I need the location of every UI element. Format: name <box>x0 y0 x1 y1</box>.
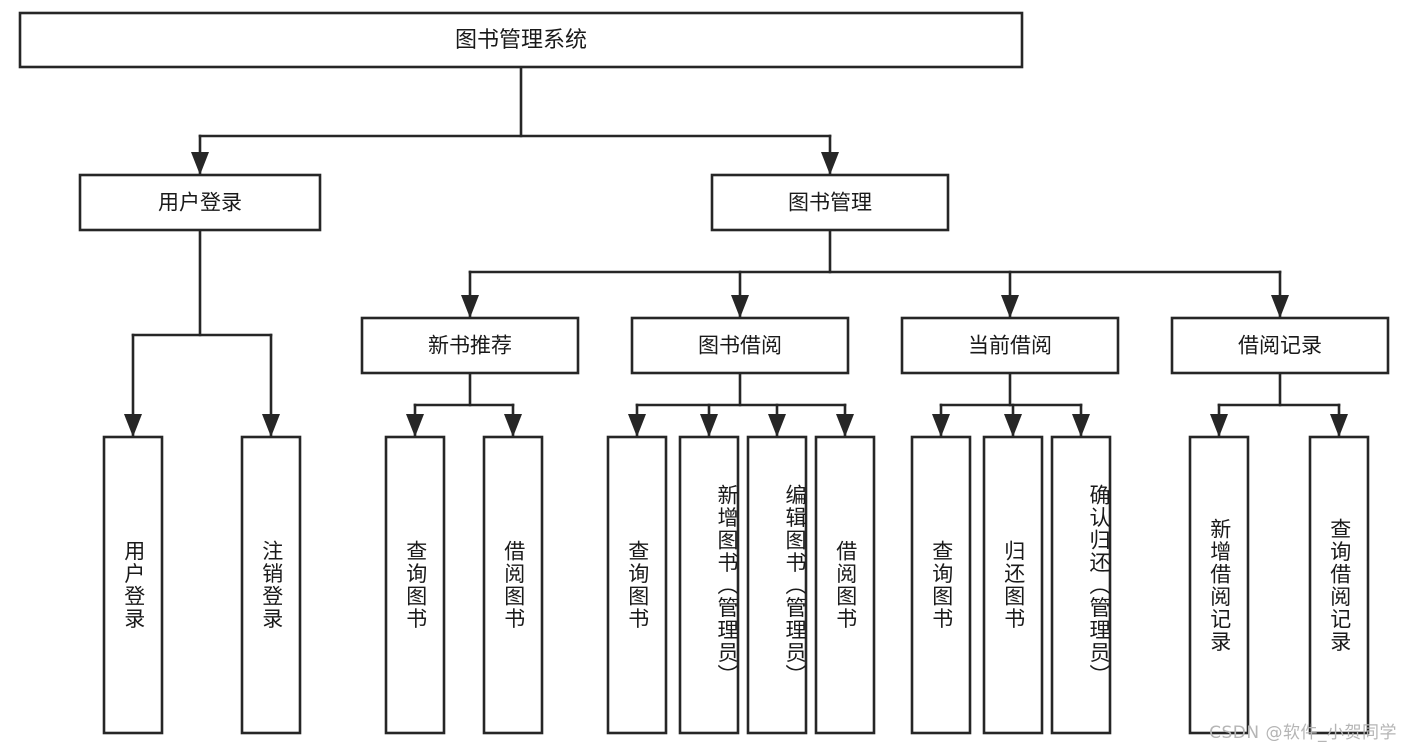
arrow-head-icon <box>1072 414 1090 437</box>
arrow-head-icon <box>731 295 749 318</box>
arrow-head-icon <box>836 414 854 437</box>
arrow-head-icon <box>1330 414 1348 437</box>
arrow-head-icon <box>932 414 950 437</box>
arrow-head-icon <box>1004 414 1022 437</box>
watermark: CSDN @软件_小贺同学 <box>1209 723 1397 743</box>
node-label: 用户登录 <box>158 191 242 215</box>
node-leaf-borrow-book-bb[interactable] <box>814 435 876 735</box>
arrow-head-icon <box>1001 295 1019 318</box>
arrow-head-icon <box>1210 414 1228 437</box>
node-leaf-return-book[interactable] <box>982 435 1044 735</box>
node-user-login[interactable] <box>78 173 322 232</box>
node-new-book-rec[interactable] <box>360 316 580 375</box>
arrow-head-icon <box>1271 295 1289 318</box>
arrow-head-icon <box>504 414 522 437</box>
arrow-head-icon <box>821 152 839 175</box>
arrow-head-icon <box>768 414 786 437</box>
connectors-layer <box>124 65 1348 439</box>
node-label: 图书借阅 <box>698 334 782 358</box>
node-label: 图书管理系统 <box>455 28 587 53</box>
node-leaf-user-login[interactable] <box>102 435 164 735</box>
node-book-manage[interactable] <box>710 173 950 232</box>
node-leaf-edit-book-admin[interactable] <box>746 435 808 735</box>
node-leaf-query-book-bb[interactable] <box>606 435 668 735</box>
node-book-borrow[interactable] <box>630 316 850 375</box>
node-leaf-add-borrow-record[interactable] <box>1188 435 1250 735</box>
node-label: 当前借阅 <box>968 334 1052 358</box>
node-borrow-record[interactable] <box>1170 316 1390 375</box>
arrow-head-icon <box>124 414 142 437</box>
arrow-head-icon <box>628 414 646 437</box>
node-current-borrow[interactable] <box>900 316 1120 375</box>
node-leaf-add-book-admin[interactable] <box>678 435 740 735</box>
arrow-head-icon <box>461 295 479 318</box>
node-leaf-query-book-rec[interactable] <box>384 435 446 735</box>
node-leaf-query-borrow-record[interactable] <box>1308 435 1370 735</box>
node-leaf-query-book-cb[interactable] <box>910 435 972 735</box>
arrow-head-icon <box>406 414 424 437</box>
node-root[interactable] <box>18 11 1024 69</box>
node-leaf-user-logout[interactable] <box>240 435 302 735</box>
node-label: 新书推荐 <box>428 334 512 358</box>
node-label: 借阅记录 <box>1238 334 1322 358</box>
arrow-head-icon <box>700 414 718 437</box>
arrow-head-icon <box>191 152 209 175</box>
node-label: 图书管理 <box>788 191 872 215</box>
node-leaf-confirm-return-admin[interactable] <box>1050 435 1112 735</box>
node-leaf-borrow-book-rec[interactable] <box>482 435 544 735</box>
boxes-layer <box>18 11 1390 735</box>
arrow-head-icon <box>262 414 280 437</box>
